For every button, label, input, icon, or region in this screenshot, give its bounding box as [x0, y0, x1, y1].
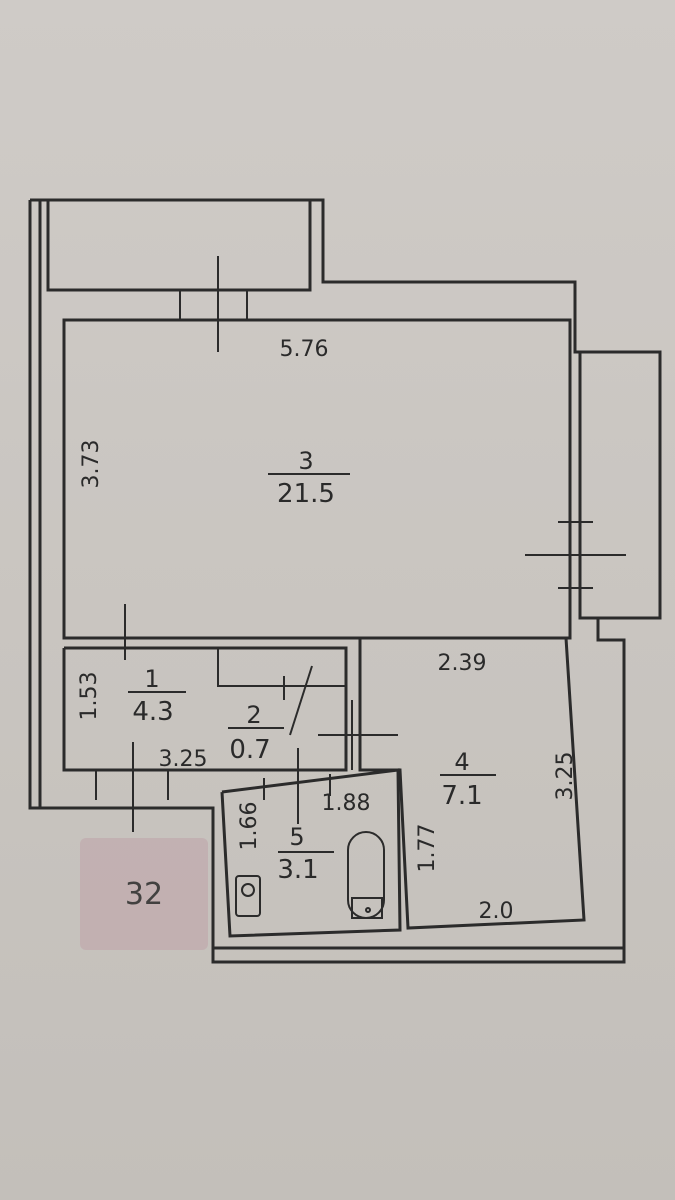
dim-room4-right: 3.25	[553, 752, 578, 801]
dim-room4-bottom: 2.0	[479, 899, 514, 924]
plan-number: 32	[124, 876, 164, 912]
dim-room5-top: 1.88	[322, 791, 371, 816]
dim-room4-left: 1.77	[415, 824, 440, 873]
balcony-top	[46, 198, 312, 352]
outer-walls	[28, 198, 662, 964]
room-5-area: 3.1	[277, 855, 318, 885]
room-1-area: 4.3	[132, 697, 173, 727]
room-3-outline	[62, 318, 572, 640]
room-4-outline	[318, 636, 586, 930]
dim-room4-top: 2.39	[438, 651, 487, 676]
room-4-area: 7.1	[441, 781, 482, 811]
room-1-number: 1	[144, 665, 159, 693]
room-2-area: 0.7	[229, 735, 270, 765]
dim-room5-left: 1.66	[237, 802, 262, 851]
room-3-area: 21.5	[277, 479, 335, 509]
plan-number-badge: 32	[80, 838, 208, 950]
room-3-number: 3	[298, 447, 313, 475]
room-2-number: 2	[246, 701, 261, 729]
dim-room1-width: 3.25	[159, 747, 208, 772]
dim-room3-width: 5.76	[280, 337, 329, 362]
dim-room3-depth: 3.73	[79, 440, 104, 489]
room-5-number: 5	[289, 823, 304, 851]
dim-room1-height: 1.53	[77, 672, 102, 721]
room-5-outline	[220, 748, 402, 938]
room-4-number: 4	[454, 748, 469, 776]
room-2-outline	[217, 648, 347, 770]
balcony-right	[525, 350, 662, 620]
